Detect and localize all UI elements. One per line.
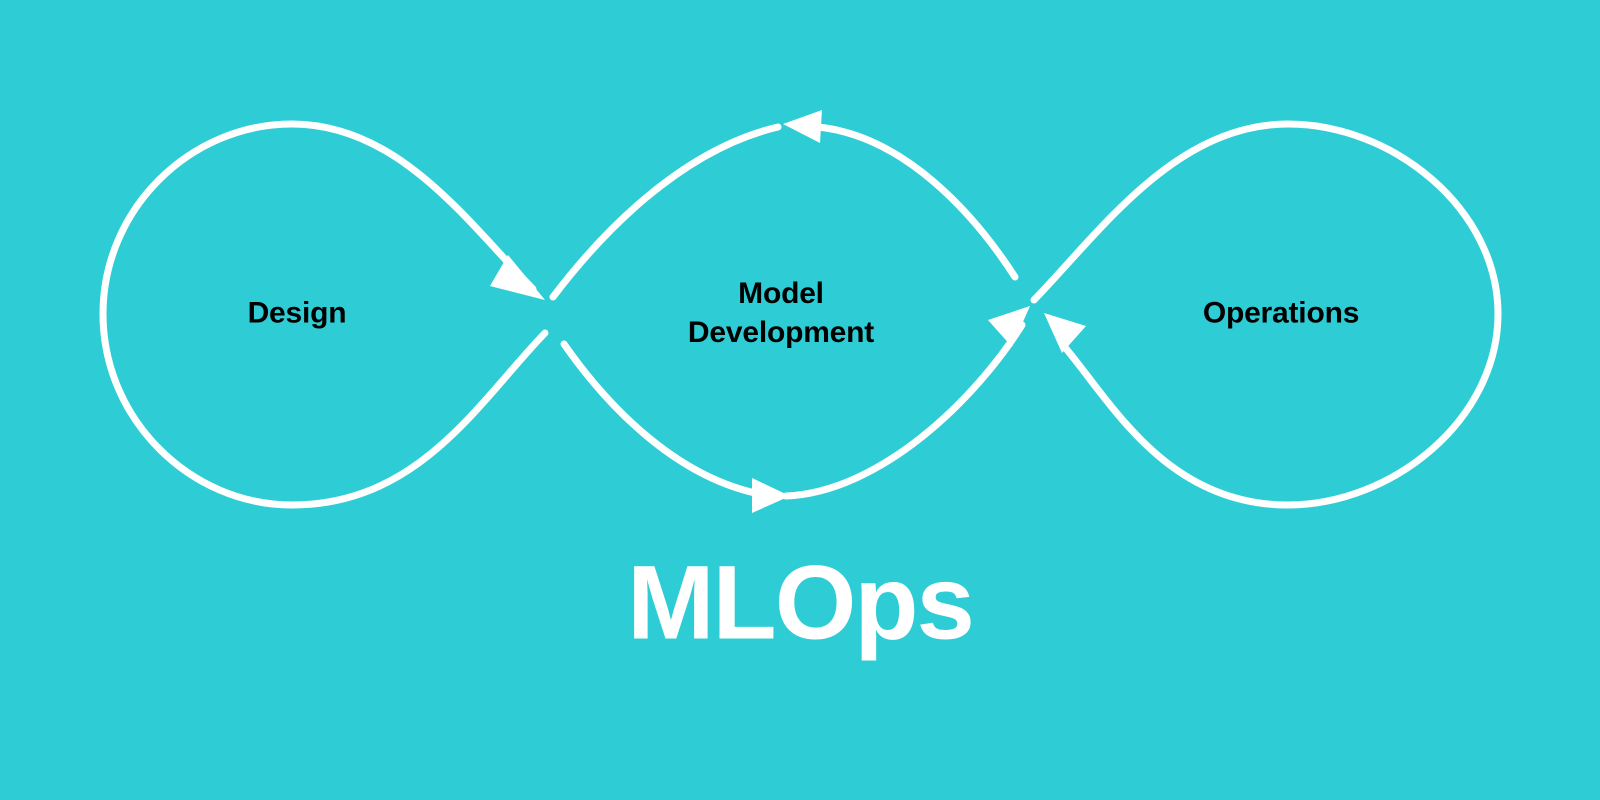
stage-label-model-development: Model Development xyxy=(687,277,875,349)
stage-label-design: Design xyxy=(247,296,347,330)
page-title: MLOps xyxy=(627,544,975,662)
center-top-arc-right-segment xyxy=(814,123,1019,281)
center-bottom-arc-left-segment xyxy=(560,340,769,499)
center-bottom-arc-right-segment xyxy=(782,321,1026,500)
right-loop-path xyxy=(1030,120,1502,509)
center-top-arc-left-segment xyxy=(549,123,782,301)
stage-label-operations: Operations xyxy=(1202,296,1360,330)
arrow-center-to-operations-icon xyxy=(988,306,1030,347)
left-loop-path xyxy=(99,120,549,509)
arrow-center-bottom-right-icon xyxy=(752,478,790,513)
arrow-operations-to-center-icon xyxy=(1044,313,1086,353)
arrow-design-to-center-icon xyxy=(490,255,545,300)
arrow-center-top-left-icon xyxy=(783,110,822,143)
